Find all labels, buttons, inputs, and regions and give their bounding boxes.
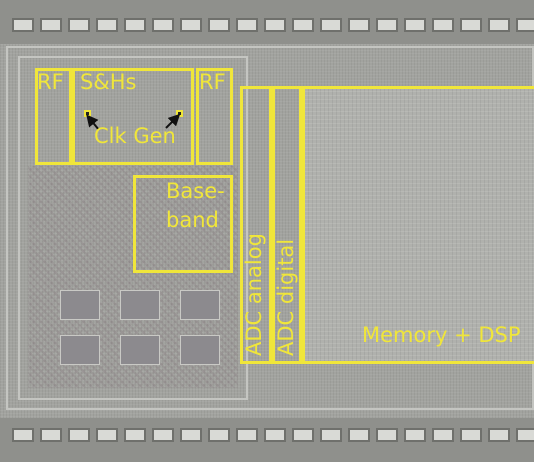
baseband-region	[133, 175, 233, 273]
rf-left-label: RF	[37, 70, 64, 94]
bond-pad	[376, 18, 398, 32]
rf-right-label: RF	[199, 70, 226, 94]
bond-pad	[208, 18, 230, 32]
seal-ring-inner	[18, 56, 248, 400]
bond-pad	[348, 18, 370, 32]
bond-pad	[460, 18, 482, 32]
dsp-area-texture	[304, 86, 534, 364]
bond-pad	[292, 18, 314, 32]
bond-pad	[348, 428, 370, 442]
sh-region	[72, 68, 194, 165]
rf-left-region	[35, 68, 72, 165]
bond-pad	[404, 18, 426, 32]
bond-pad	[96, 428, 118, 442]
bond-pad	[292, 428, 314, 442]
memory-dsp-region	[302, 86, 534, 364]
clk-gen-arrow-right	[165, 113, 181, 129]
bond-pad	[40, 18, 62, 32]
bond-pad	[40, 428, 62, 442]
bond-pad	[236, 428, 258, 442]
adc-digital-label: ADC digital	[274, 238, 298, 356]
memory-dsp-label: Memory + DSP	[362, 323, 521, 347]
bond-pad	[180, 428, 202, 442]
bond-pad	[320, 18, 342, 32]
bond-pad	[460, 428, 482, 442]
bond-pad	[124, 428, 146, 442]
circuit-block	[120, 335, 160, 365]
bond-pad	[432, 428, 454, 442]
bond-pad	[516, 18, 534, 32]
bond-pad	[124, 18, 146, 32]
circuit-block	[120, 290, 160, 320]
bond-pad	[376, 428, 398, 442]
bond-pad	[236, 18, 258, 32]
rf-right-region	[196, 68, 233, 165]
baseband-label-line1: Base-	[166, 179, 225, 203]
bond-pad	[432, 18, 454, 32]
bond-pad	[68, 428, 90, 442]
bond-pad	[96, 18, 118, 32]
bond-pad	[180, 18, 202, 32]
adc-analog-region	[240, 86, 272, 364]
bond-pad	[264, 18, 286, 32]
bond-pad	[488, 18, 510, 32]
bond-pad	[488, 428, 510, 442]
bond-pad	[404, 428, 426, 442]
circuit-block	[60, 290, 100, 320]
clk-gen-arrow-left	[86, 114, 100, 131]
bond-pad	[264, 428, 286, 442]
bond-pad	[152, 428, 174, 442]
circuit-block	[60, 335, 100, 365]
bond-pad	[12, 428, 34, 442]
bond-pad	[320, 428, 342, 442]
baseband-label-line2: band	[166, 208, 219, 232]
circuit-block	[180, 290, 220, 320]
bond-pad	[152, 18, 174, 32]
circuit-block	[180, 335, 220, 365]
bond-pad	[12, 18, 34, 32]
adc-digital-region	[272, 86, 302, 364]
clk-gen-label: Clk Gen	[94, 124, 176, 148]
bond-pad	[208, 428, 230, 442]
adc-analog-label: ADC analog	[242, 233, 266, 356]
bond-pad	[68, 18, 90, 32]
bond-pad	[516, 428, 534, 442]
sh-label: S&Hs	[80, 70, 137, 94]
